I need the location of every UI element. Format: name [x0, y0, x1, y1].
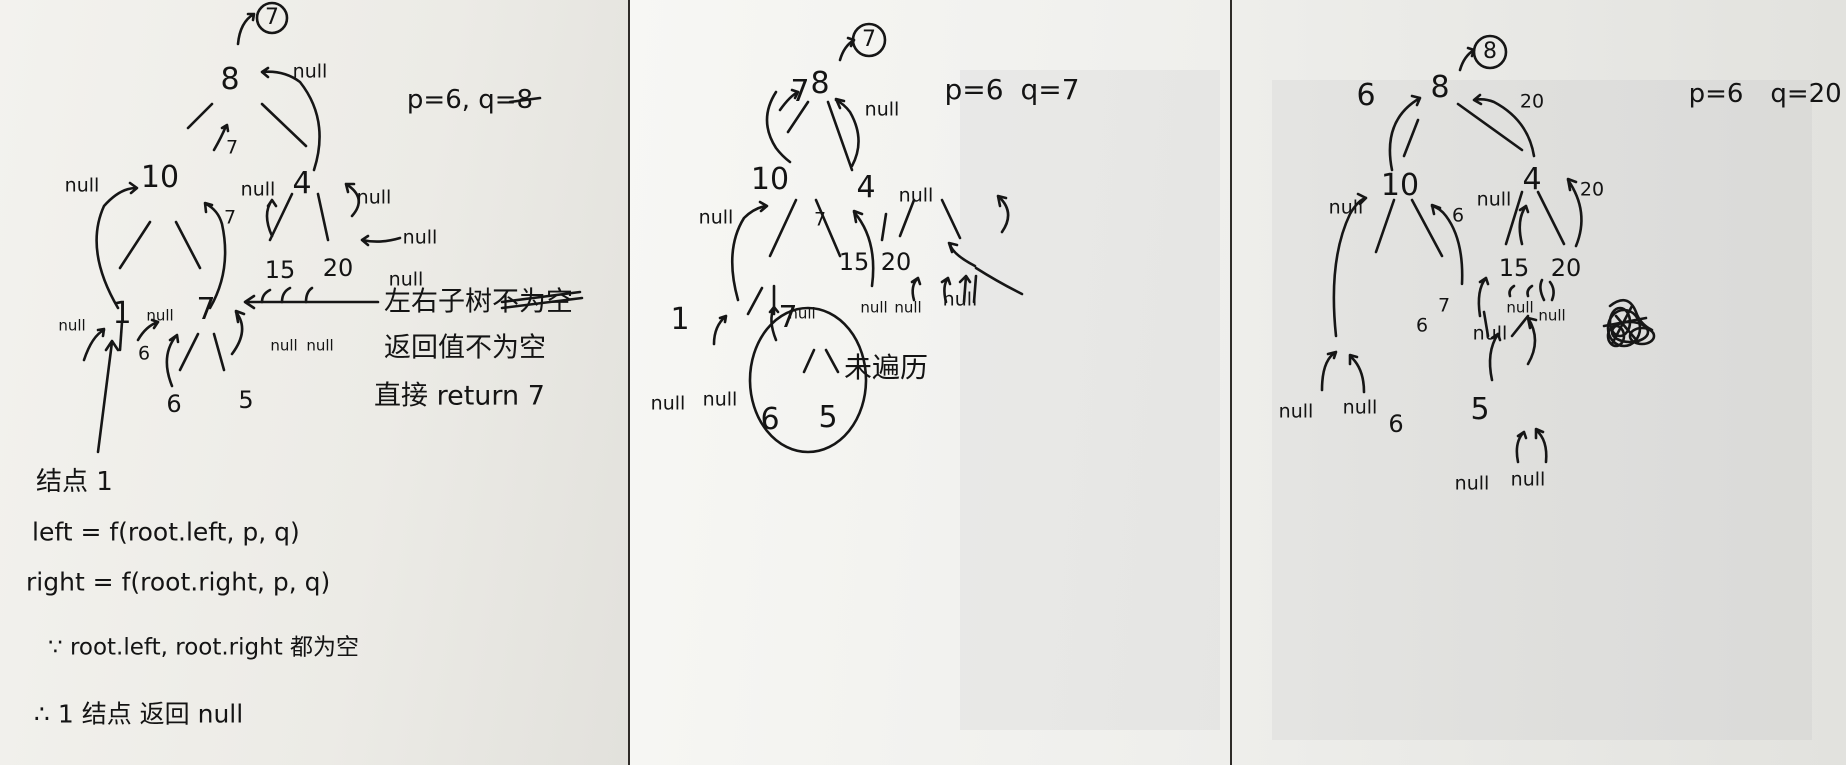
notes-sheet-left: 7 8 null p=6, q=8 7 null 10 null 4 null … — [0, 0, 628, 765]
tree-node-6: 6 — [166, 390, 182, 418]
null-label: null — [1538, 306, 1566, 325]
params-p: p=6 — [1688, 79, 1744, 109]
null-label: null — [356, 186, 392, 209]
null-label: null — [1506, 298, 1534, 317]
tree-node-20: 20 — [322, 254, 354, 282]
tree-node-20: 20 — [1550, 254, 1582, 282]
tree-node-1: 1 — [670, 302, 690, 337]
null-label: null — [402, 226, 438, 249]
note-line-3: 直接 return 7 — [374, 380, 545, 412]
tree-node-20: 20 — [880, 248, 912, 276]
null-label: null — [270, 336, 298, 355]
null-label: null — [1278, 400, 1314, 423]
edge-label-return: 7 — [790, 74, 810, 109]
tree-node-5: 5 — [1470, 392, 1490, 427]
tree-node-15: 15 — [264, 256, 296, 284]
explain-line-1: 结点 1 — [36, 467, 113, 497]
edge-label-return: 20 — [1519, 90, 1545, 113]
notes-sheet-right: 8 6 8 20 p=6 q=20 null 10 6 null 4 20 15… — [1232, 0, 1846, 765]
null-label: null — [942, 288, 978, 311]
null-label: null — [64, 174, 100, 197]
edge-label-return: 7 — [225, 136, 239, 159]
tree-node-7: 7 — [778, 300, 798, 335]
tree-node-7: 7 — [196, 292, 216, 327]
tree-node-5: 5 — [818, 400, 838, 435]
null-label: null — [146, 306, 174, 325]
null-label: null — [306, 336, 334, 355]
edge-label-return: 6 — [1415, 314, 1429, 337]
params-p: p=6 — [944, 73, 1004, 106]
params-label: p=6, q=8 — [406, 85, 534, 115]
tree-strokes-panel1 — [82, 1, 584, 454]
null-label: null — [1454, 472, 1490, 495]
null-label: null — [1472, 322, 1508, 345]
null-label: null — [58, 316, 86, 335]
null-label: null — [240, 178, 276, 201]
tree-node-5: 5 — [238, 386, 254, 414]
edge-label-return: 7 — [223, 206, 237, 229]
edge-label-return: 6 — [1356, 78, 1376, 113]
tree-node-root: 8 — [1430, 70, 1450, 105]
tree-strokes-panel2 — [712, 22, 1024, 454]
tree-node-7: 7 — [1437, 294, 1451, 317]
null-label: null — [650, 392, 686, 415]
edge-label-return: 20 — [1579, 178, 1605, 201]
bleed-through-print — [1272, 80, 1812, 740]
explain-line-5: ∴ 1 结点 返回 null — [34, 699, 244, 729]
null-label: null — [292, 60, 328, 83]
null-label: null — [894, 298, 922, 317]
null-label: null — [1328, 196, 1364, 219]
tree-node-10: 10 — [1380, 168, 1420, 203]
null-label: null — [388, 268, 424, 291]
tree-node-root: 8 — [220, 62, 240, 97]
null-label: null — [698, 206, 734, 229]
note-not-traversed: 未遍历 — [843, 351, 929, 384]
tree-node-6: 6 — [760, 402, 780, 437]
edge-label-return: 6 — [137, 342, 151, 365]
null-label: null — [898, 184, 934, 207]
tree-node-10: 10 — [140, 160, 180, 195]
null-label: null — [1510, 468, 1546, 491]
explain-line-3: right = f(root.right, p, q) — [26, 567, 331, 597]
tree-node-4: 4 — [856, 170, 876, 205]
notes-sheet-middle: 7 7 8 null p=6 q=7 10 4 null null 7 15 2… — [630, 0, 1230, 765]
tree-strokes-panel3 — [1320, 34, 1656, 464]
bleed-through-print — [960, 70, 1220, 730]
null-label: null — [702, 388, 738, 411]
tree-node-4: 4 — [292, 166, 312, 201]
null-label: null — [1342, 396, 1378, 419]
note-line-2: 返回值不为空 — [384, 332, 546, 364]
tree-node-15: 15 — [838, 248, 870, 276]
params-q: q=7 — [1020, 73, 1080, 106]
tree-node-root: 8 — [810, 66, 830, 101]
tree-node-1: 1 — [112, 296, 132, 331]
tree-node-6: 6 — [1388, 410, 1404, 438]
null-label: null — [1476, 188, 1512, 211]
result-badge: 8 — [1483, 39, 1497, 64]
result-badge: 7 — [862, 27, 876, 52]
edge-label-return: 6 — [1451, 204, 1465, 227]
null-label: null — [788, 304, 816, 323]
note-line-1: 左右子树不为空 — [384, 286, 573, 318]
edge-label-return: 7 — [813, 208, 827, 231]
tree-node-10: 10 — [750, 162, 790, 197]
explain-line-2: left = f(root.left, p, q) — [32, 517, 300, 547]
tree-node-4: 4 — [1522, 162, 1542, 197]
explain-line-4: ∵ root.left, root.right 都为空 — [48, 634, 360, 661]
params-q: q=20 — [1770, 79, 1842, 109]
null-label: null — [860, 298, 888, 317]
tree-node-15: 15 — [1498, 254, 1530, 282]
result-badge: 7 — [265, 5, 279, 30]
null-label: null — [864, 98, 900, 121]
